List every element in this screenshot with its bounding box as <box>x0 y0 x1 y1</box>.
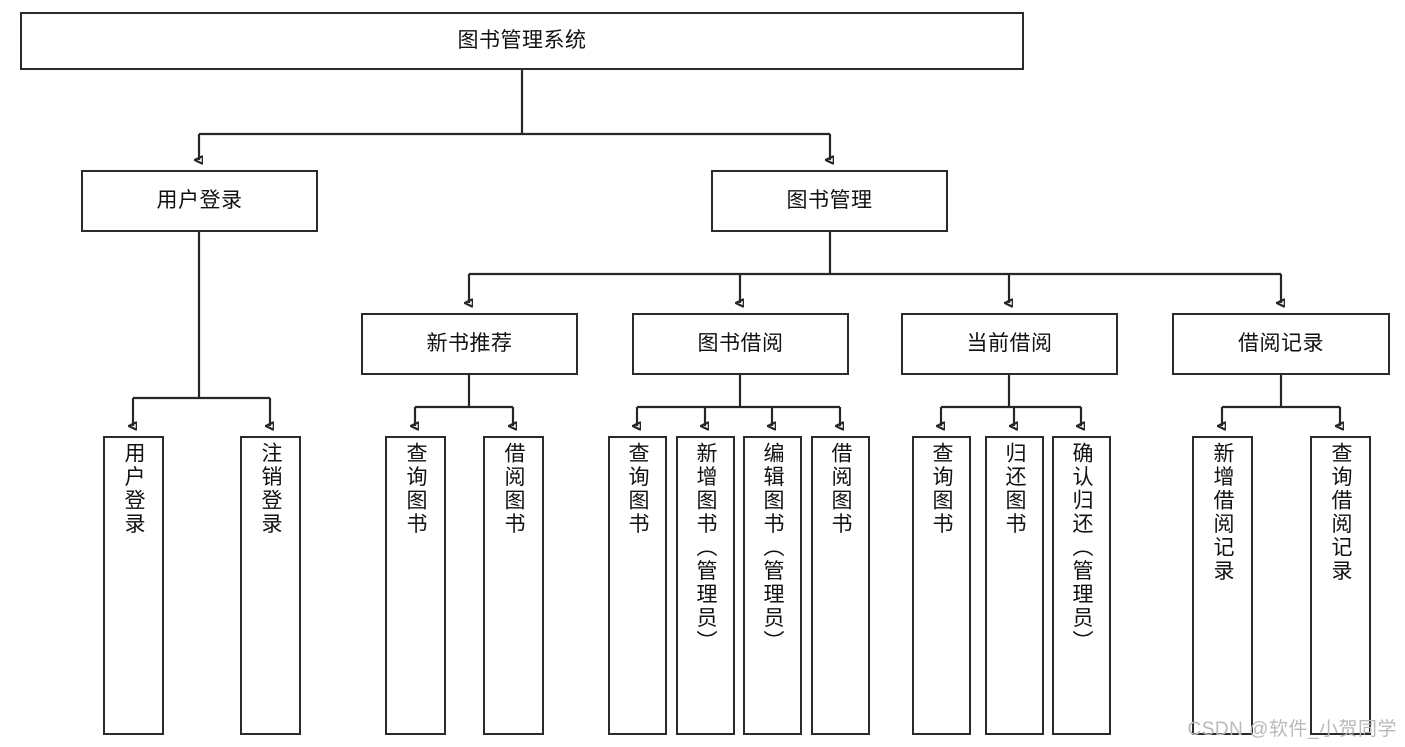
node-leaf-edit-book-admin-label: 编辑图书（管理员） <box>761 442 784 654</box>
connector-borrow-records-to-leaves <box>1222 375 1340 426</box>
node-leaf-confirm-return-admin[interactable]: 确认归还（管理员） <box>1052 436 1111 735</box>
node-user-login[interactable]: 用户登录 <box>81 170 318 232</box>
node-new-book-recommend-label: 新书推荐 <box>426 331 513 355</box>
connector-root-to-level2 <box>199 70 830 160</box>
watermark-text: CSDN @软件_小贺同学 <box>1187 719 1397 740</box>
node-borrow-records-label: 借阅记录 <box>1238 331 1324 355</box>
node-leaf-query-book-current-label: 查询图书 <box>930 442 953 536</box>
node-leaf-query-book-recommend[interactable]: 查询图书 <box>385 436 446 735</box>
node-leaf-confirm-return-admin-label: 确认归还（管理员） <box>1070 442 1093 654</box>
node-leaf-borrow-book-recommend-label: 借阅图书 <box>502 442 525 536</box>
node-leaf-query-book-borrow-label: 查询图书 <box>626 442 649 536</box>
node-leaf-borrow-book-label: 借阅图书 <box>829 442 852 536</box>
node-book-management-label: 图书管理 <box>786 188 873 212</box>
node-leaf-borrow-book[interactable]: 借阅图书 <box>811 436 870 735</box>
connector-book-management-to-level3 <box>469 232 1281 303</box>
node-leaf-query-borrow-record-label: 查询借阅记录 <box>1329 442 1352 583</box>
node-book-management[interactable]: 图书管理 <box>711 170 948 232</box>
node-leaf-add-book-admin[interactable]: 新增图书（管理员） <box>676 436 735 735</box>
node-leaf-add-borrow-record-label: 新增借阅记录 <box>1211 442 1234 583</box>
node-root-label: 图书管理系统 <box>457 28 587 52</box>
connector-book-borrow-to-leaves <box>637 375 840 426</box>
node-leaf-user-login[interactable]: 用户登录 <box>103 436 164 735</box>
node-current-borrow-label: 当前借阅 <box>966 331 1053 355</box>
node-book-borrow[interactable]: 图书借阅 <box>632 313 849 375</box>
node-leaf-borrow-book-recommend[interactable]: 借阅图书 <box>483 436 544 735</box>
node-leaf-logout[interactable]: 注销登录 <box>240 436 301 735</box>
node-current-borrow[interactable]: 当前借阅 <box>901 313 1118 375</box>
node-leaf-logout-label: 注销登录 <box>259 442 282 536</box>
connector-new-book-recommend-to-leaves <box>415 375 513 426</box>
node-leaf-query-borrow-record[interactable]: 查询借阅记录 <box>1310 436 1371 735</box>
node-leaf-query-book-recommend-label: 查询图书 <box>404 442 427 536</box>
node-leaf-query-book-borrow[interactable]: 查询图书 <box>608 436 667 735</box>
node-leaf-add-borrow-record[interactable]: 新增借阅记录 <box>1192 436 1253 735</box>
node-leaf-user-login-label: 用户登录 <box>122 442 145 536</box>
node-root[interactable]: 图书管理系统 <box>20 12 1024 70</box>
node-leaf-edit-book-admin[interactable]: 编辑图书（管理员） <box>743 436 802 735</box>
node-new-book-recommend[interactable]: 新书推荐 <box>361 313 578 375</box>
node-user-login-label: 用户登录 <box>156 188 243 212</box>
node-leaf-query-book-current[interactable]: 查询图书 <box>912 436 971 735</box>
connector-current-borrow-to-leaves <box>941 375 1081 426</box>
node-leaf-return-book-label: 归还图书 <box>1003 442 1026 536</box>
node-book-borrow-label: 图书借阅 <box>697 331 784 355</box>
node-borrow-records[interactable]: 借阅记录 <box>1172 313 1390 375</box>
node-leaf-return-book[interactable]: 归还图书 <box>985 436 1044 735</box>
node-leaf-add-book-admin-label: 新增图书（管理员） <box>694 442 717 654</box>
connector-user-login-to-leaves <box>133 232 270 426</box>
